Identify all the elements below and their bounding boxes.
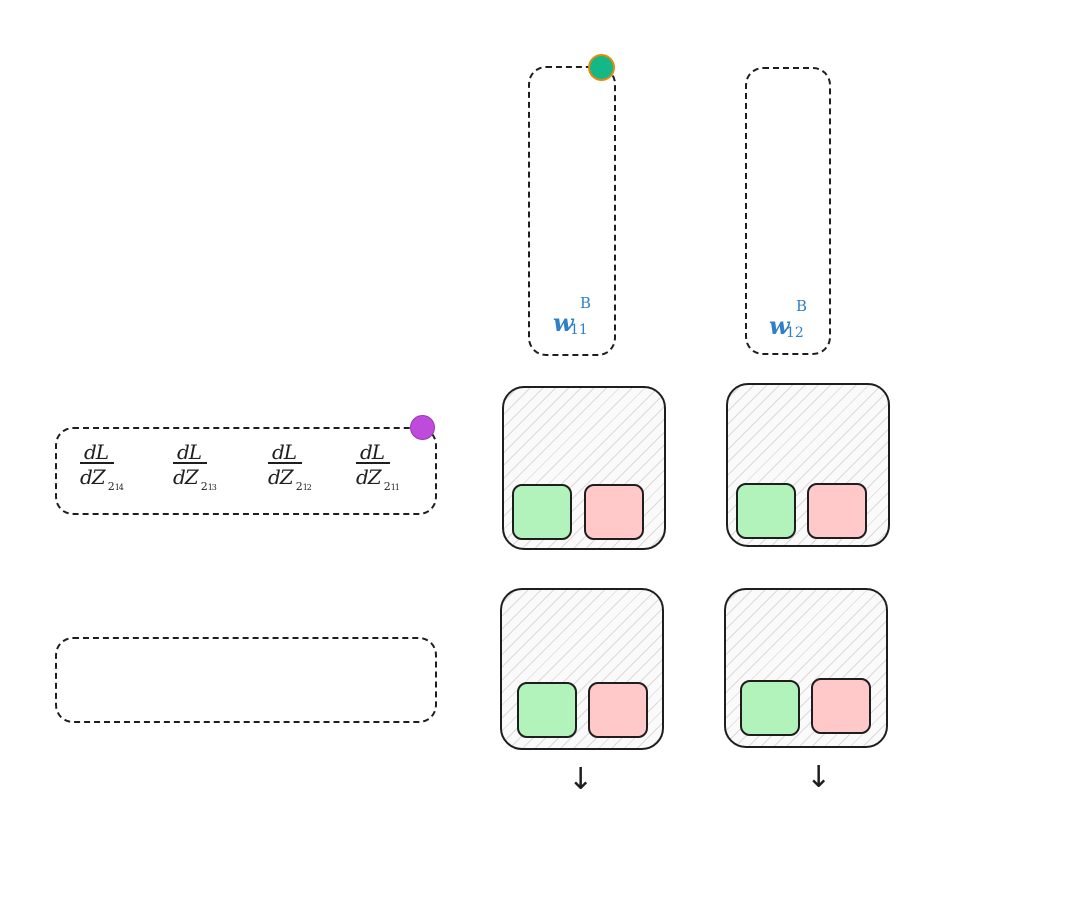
green-square xyxy=(740,680,800,736)
weight-label-w11: w B 11 xyxy=(553,294,591,338)
green-square xyxy=(512,484,572,540)
gradient-term-3-numerator: dL xyxy=(272,440,297,464)
denominator-text: dZ xyxy=(356,465,382,489)
weight-subscript: 12 xyxy=(786,325,804,341)
fraction-bar xyxy=(80,462,114,464)
fraction-bar xyxy=(356,462,390,464)
weight-base: w xyxy=(769,311,790,340)
denominator-text: dZ xyxy=(173,465,199,489)
sub-subscript: 13 xyxy=(207,483,217,492)
red-square xyxy=(811,678,871,734)
fraction-bar xyxy=(268,462,302,464)
subscript: 2 xyxy=(107,480,115,493)
weight-superscript: B xyxy=(580,294,592,312)
sub-subscript: 14 xyxy=(114,483,124,492)
sub-subscript: 11 xyxy=(390,483,400,492)
denominator-text: dZ xyxy=(268,465,294,489)
cell-row1-col1[interactable] xyxy=(502,386,666,550)
weight-base: w xyxy=(553,308,574,337)
weight-column-w11[interactable] xyxy=(528,66,616,356)
gradient-row-box[interactable] xyxy=(55,427,437,515)
red-square xyxy=(588,682,648,738)
weight-label-w12: w B 12 xyxy=(769,297,807,341)
denominator-text: dZ xyxy=(80,465,106,489)
cell-row2-col1[interactable] xyxy=(500,588,664,750)
subscript: 2 xyxy=(383,480,391,493)
gradient-term-2-numerator: dL xyxy=(177,440,202,464)
weight-column-w12[interactable] xyxy=(745,67,831,355)
red-square xyxy=(584,484,644,540)
green-square xyxy=(517,682,577,738)
down-arrow-icon: ↓ xyxy=(806,760,832,795)
sub-subscript: 12 xyxy=(302,483,312,492)
green-square xyxy=(736,483,796,539)
gradient-term-4-numerator: dL xyxy=(360,440,385,464)
weight-subscript: 11 xyxy=(570,322,588,338)
weight-superscript: B xyxy=(796,297,808,315)
teal-connector-dot[interactable] xyxy=(588,54,615,81)
red-square xyxy=(807,483,867,539)
gradient-term-1-numerator: dL xyxy=(84,440,109,464)
empty-row-box[interactable] xyxy=(55,637,437,723)
cell-row1-col2[interactable] xyxy=(726,383,890,547)
subscript: 2 xyxy=(200,480,208,493)
purple-connector-dot[interactable] xyxy=(410,415,435,440)
subscript: 2 xyxy=(295,480,303,493)
fraction-bar xyxy=(173,462,207,464)
down-arrow-icon: ↓ xyxy=(568,762,594,797)
cell-row2-col2[interactable] xyxy=(724,588,888,748)
